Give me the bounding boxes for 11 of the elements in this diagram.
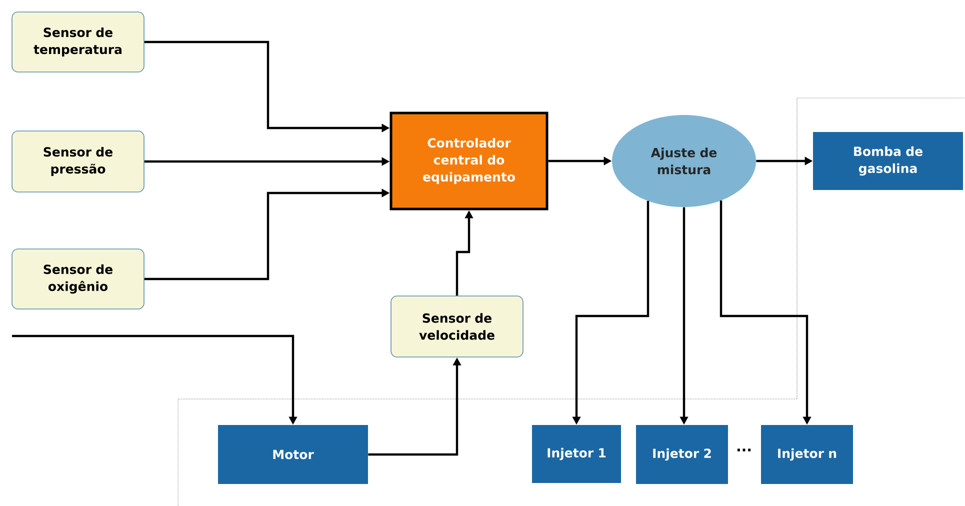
output-box: Injetor n [761,425,854,484]
sensor-box: Sensor de pressão [12,130,144,192]
output-box: Injetor 2 [636,425,728,484]
sensor-box: Sensor de oxigênio [12,248,144,310]
sensor-box: Sensor de velocidade [390,296,524,358]
controller-box: Controlador central do equipamento [390,112,548,210]
output-box: Bomba de gasolina [813,132,964,190]
output-box: Motor [218,425,368,484]
output-box: Injetor 1 [532,425,621,483]
sensor-box: Sensor de temperatura [12,12,144,72]
ellipsis-text: ... [737,448,751,452]
